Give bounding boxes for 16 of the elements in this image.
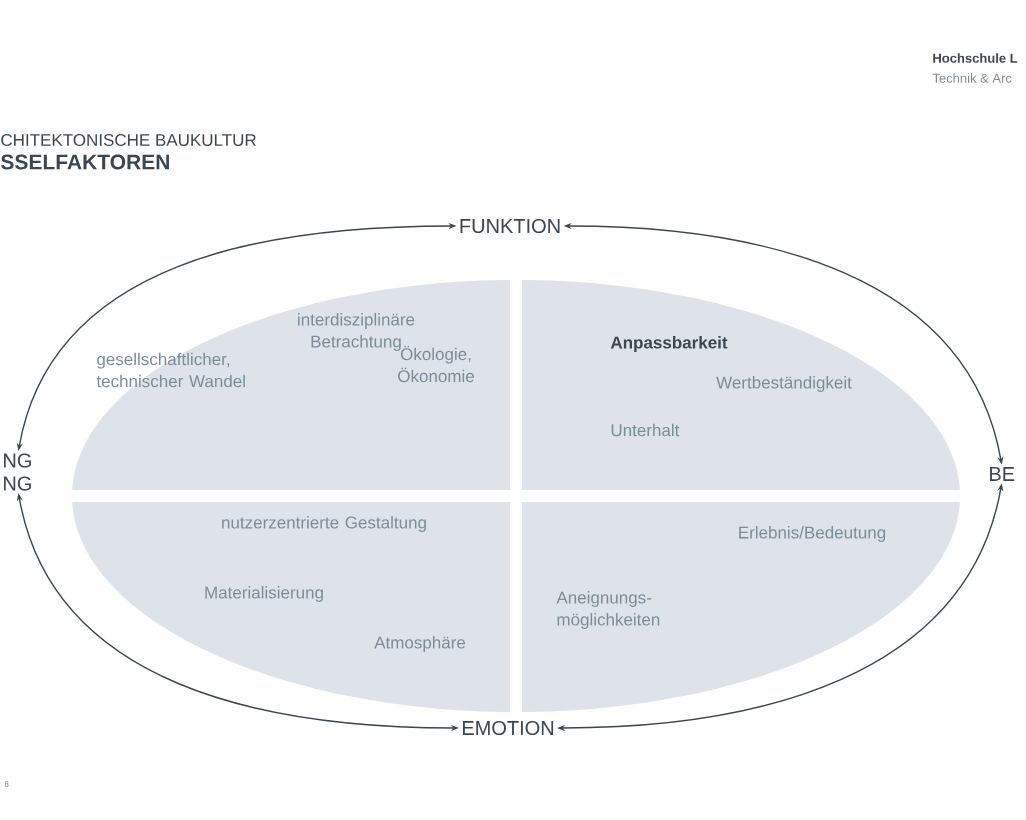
heading: CHITEKTONISCHE BAUKULTUR [1,134,256,146]
axis-label: FUNKTION [460,218,560,234]
axis-label: BE [990,467,1015,481]
heading: SSELFAKTOREN [1,154,169,170]
factor-text: Unterhalt [611,423,680,437]
factor-text: gesellschaftlicher, technischer Wandel [96,352,245,388]
factor-text: Aneignungs- möglichkeiten [556,591,660,629]
factor-text: Erlebnis/Bedeutung [739,526,886,542]
factor-text: Anpassbarkeit [610,336,728,352]
factor-text: Materialisierung [205,586,323,602]
factor-text: Ökologie, Ökonomie [398,345,474,383]
factor-text: Atmosphäre [374,636,466,652]
factor-text: nutzerzentrierte Gestaltung [222,516,426,532]
axis-label: EMOTION [463,720,554,736]
factor-text: Wertbeständigkeit [716,376,852,392]
axis-label: NG NG [4,453,31,491]
